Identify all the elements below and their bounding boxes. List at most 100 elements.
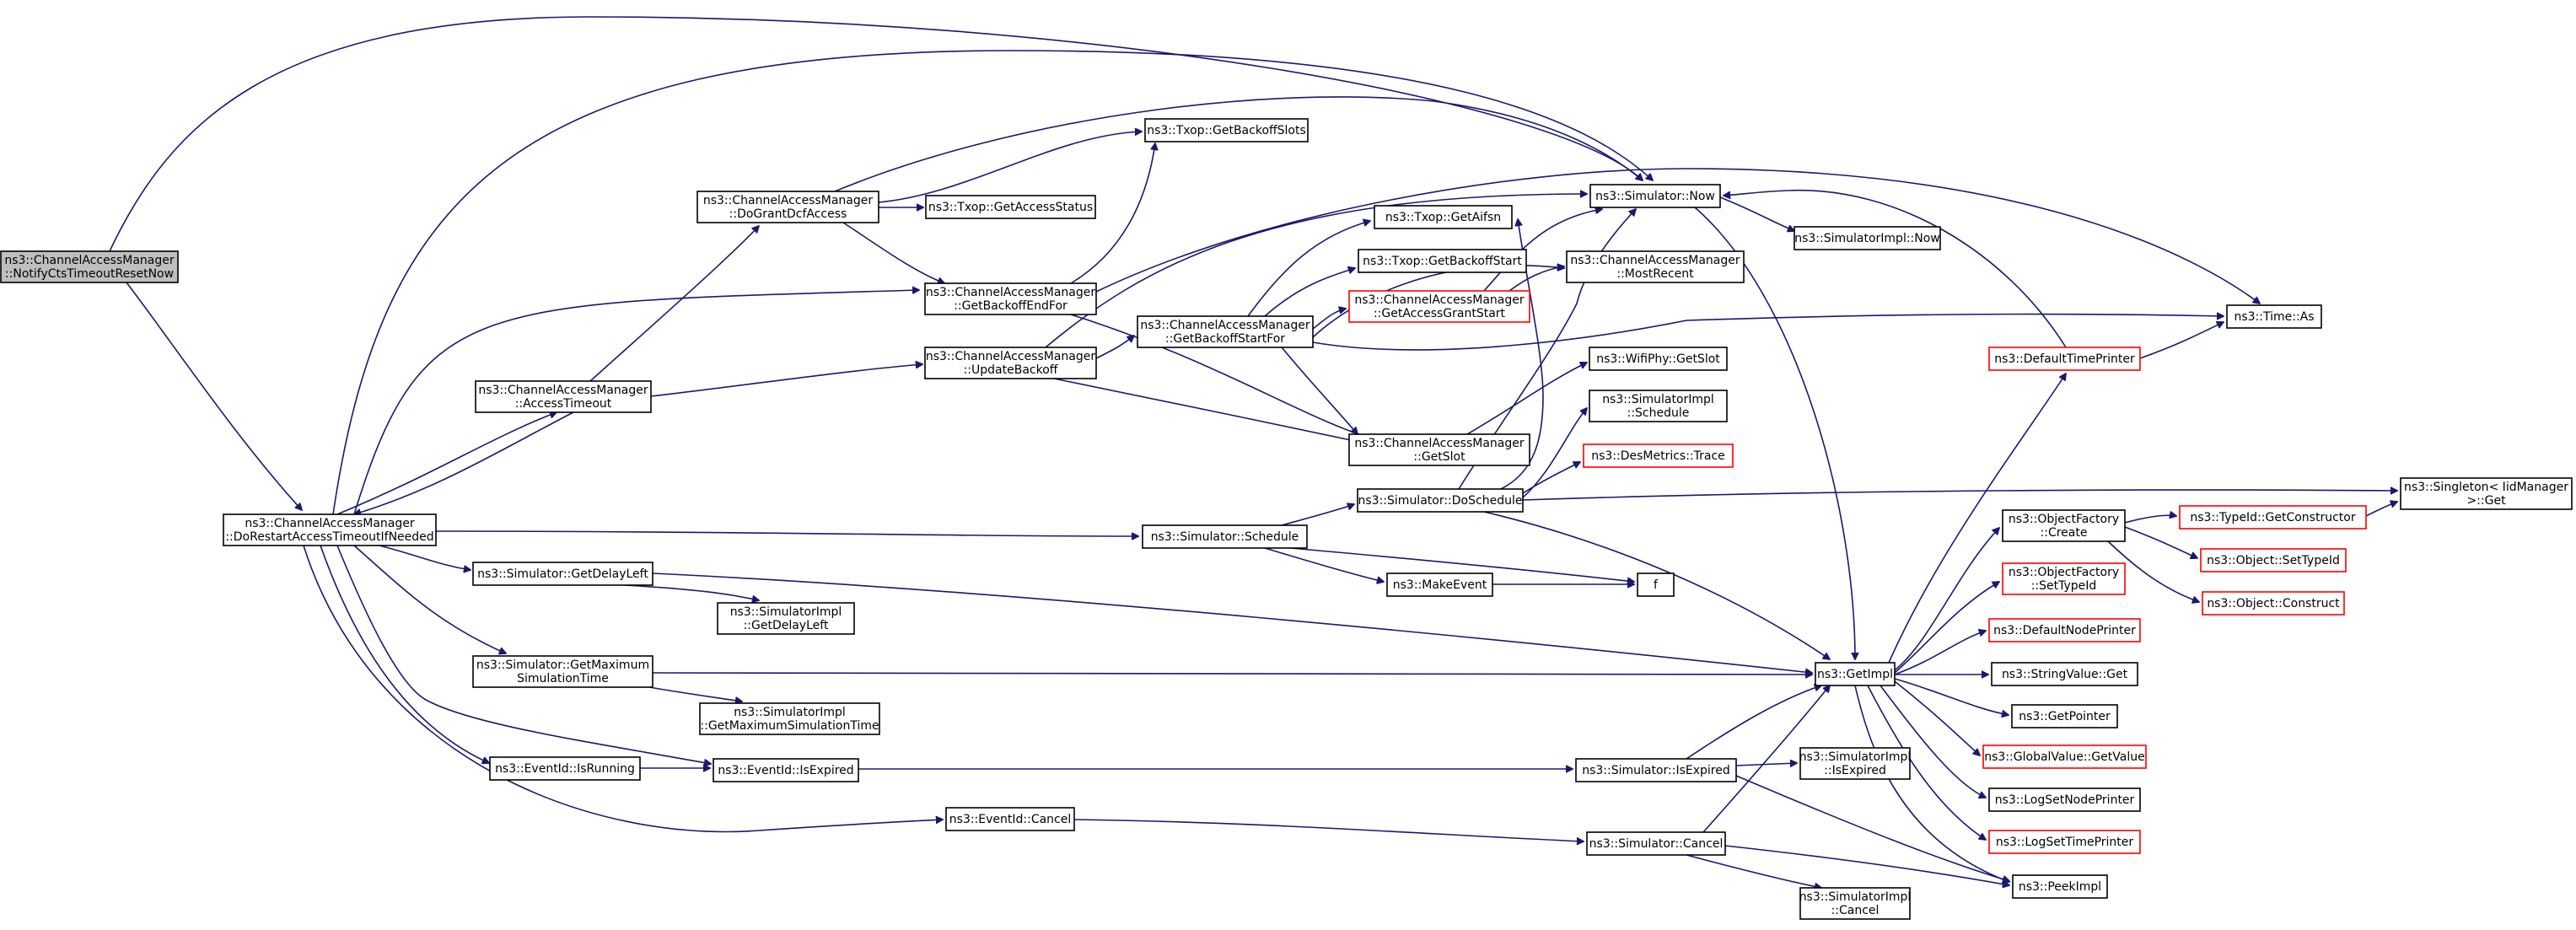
node-box (2002, 509, 2126, 542)
node-getmaxsimtime[interactable]: ns3::Simulator::GetMaximumSimulationTime (472, 655, 653, 688)
node-simisexpired[interactable]: ns3::Simulator::IsExpired (1575, 758, 1737, 782)
node-f[interactable]: f (1637, 573, 1675, 597)
node-simimplnow[interactable]: ns3::SimulatorImpl::Now (1794, 226, 1941, 250)
call-edge (1095, 168, 2260, 304)
node-label: ::DoGrantDcfAccess (729, 207, 847, 221)
node-getdelayleft[interactable]: ns3::Simulator::GetDelayLeft (472, 562, 653, 586)
node-txopslots[interactable]: ns3::Txop::GetBackoffSlots (1144, 118, 1309, 142)
node-eventcancel[interactable]: ns3::EventId::Cancel (945, 807, 1075, 831)
node-updatebackoff[interactable]: ns3::ChannelAccessManager::UpdateBackoff (924, 347, 1097, 379)
node-box (696, 191, 879, 223)
node-box (2012, 874, 2108, 899)
node-typeidgetconstructor[interactable]: ns3::TypeId::GetConstructor (2179, 505, 2367, 530)
node-box (1637, 573, 1675, 597)
call-edge (1264, 268, 1355, 317)
node-simimplisexpired[interactable]: ns3::SimulatorImpl::IsExpired (1799, 747, 1912, 780)
node-dorestart[interactable]: ns3::ChannelAccessManager::DoRestartAcce… (223, 513, 437, 546)
node-label: ns3::DefaultTimePrinter (1994, 352, 2135, 366)
node-wifiphyslot[interactable]: ns3::WifiPhy::GetSlot (1589, 347, 1728, 371)
node-box (0, 250, 179, 283)
node-objectsettypeid[interactable]: ns3::Object::SetTypeId (2200, 548, 2347, 573)
node-label: SimulationTime (517, 672, 609, 685)
node-accessgrantstart[interactable]: ns3::ChannelAccessManager::GetAccessGran… (1348, 290, 1530, 323)
node-simcancel[interactable]: ns3::Simulator::Cancel (1586, 831, 1726, 856)
node-label: ns3::TypeId::GetConstructor (2190, 511, 2355, 524)
node-box (2011, 704, 2118, 728)
call-edge (1483, 209, 1602, 292)
node-label: ::MostRecent (1616, 267, 1694, 281)
node-getslot[interactable]: ns3::ChannelAccessManager::GetSlot (1348, 433, 1530, 466)
node-getimpl[interactable]: ns3::GetImpl (1815, 662, 1896, 686)
node-getbackoffendfor[interactable]: ns3::ChannelAccessManager::GetBackoffEnd… (924, 282, 1097, 315)
node-label: ns3::SimulatorImpl (1799, 750, 1912, 764)
node-simimplmaxsimtime[interactable]: ns3::SimulatorImpl::GetMaximumSimulation… (699, 702, 880, 735)
node-box (2179, 505, 2367, 530)
node-box (1589, 390, 1728, 422)
node-simnow[interactable]: ns3::Simulator::Now (1589, 184, 1721, 208)
call-edge (1053, 378, 1383, 447)
node-box (1982, 745, 2147, 769)
call-edge (353, 545, 506, 653)
call-edge (1880, 685, 1986, 798)
call-edge (1070, 143, 1155, 284)
node-accesstimeout[interactable]: ns3::ChannelAccessManager::AccessTimeout (475, 380, 652, 413)
call-edge (126, 282, 302, 510)
node-label: ns3::ChannelAccessManager (703, 194, 874, 207)
node-txopaccess[interactable]: ns3::Txop::GetAccessStatus (925, 195, 1096, 219)
node-objfactorysettypeid[interactable]: ns3::ObjectFactory::SetTypeId (2002, 562, 2126, 595)
node-dogrant[interactable]: ns3::ChannelAccessManager::DoGrantDcfAcc… (696, 191, 879, 223)
call-edge (650, 364, 922, 397)
node-txopbackoffstart[interactable]: ns3::Txop::GetBackoffStart (1358, 249, 1527, 273)
node-label: ::SetTypeId (2031, 579, 2097, 593)
node-getbackoffstartfor[interactable]: ns3::ChannelAccessManager::GetBackoffSta… (1137, 315, 1314, 348)
node-eventisexpired[interactable]: ns3::EventId::IsExpired (713, 758, 859, 782)
node-simimpldelayleft[interactable]: ns3::SimulatorImpl::GetDelayLeft (717, 602, 855, 635)
node-objfactorycreate[interactable]: ns3::ObjectFactory::Create (2002, 509, 2126, 542)
node-label: ::GetMaximumSimulationTime (700, 719, 879, 733)
node-logsetnodeprinter[interactable]: ns3::LogSetNodePrinter (1988, 788, 2141, 812)
node-txopaifsn[interactable]: ns3::Txop::GetAifsn (1374, 205, 1513, 229)
node-peekimpl[interactable]: ns3::PeekImpl (2012, 874, 2108, 899)
node-mostrecent[interactable]: ns3::ChannelAccessManager::MostRecent (1566, 250, 1745, 283)
node-box (223, 513, 437, 546)
node-simschedule[interactable]: ns3::Simulator::Schedule (1142, 524, 1308, 549)
node-desmetrics[interactable]: ns3::DesMetrics::Trace (1583, 443, 1734, 468)
node-box (699, 702, 880, 735)
node-label: ns3::SimulatorImpl (734, 706, 846, 719)
call-edge (1508, 266, 1564, 292)
node-label: ns3::Simulator::Now (1595, 190, 1715, 203)
call-edge (652, 673, 1812, 675)
node-timeas[interactable]: ns3::Time::As (2226, 304, 2322, 329)
node-label: ns3::ChannelAccessManager (245, 517, 415, 530)
node-label: ns3::MakeEvent (1393, 578, 1487, 592)
node-objectconstruct[interactable]: ns3::Object::Construct (2202, 591, 2345, 616)
node-box (2400, 477, 2573, 510)
node-label: ns3::ChannelAccessManager (478, 384, 648, 397)
node-doschedule[interactable]: ns3::Simulator::DoSchedule (1357, 488, 1524, 513)
call-edge (1894, 680, 1980, 755)
node-getpointer[interactable]: ns3::GetPointer (2011, 704, 2118, 728)
node-label: ns3::ObjectFactory (2009, 513, 2119, 526)
node-logsettimeprinter[interactable]: ns3::LogSetTimePrinter (1988, 830, 2141, 854)
node-label: ::IsExpired (1824, 764, 1886, 777)
node-singleton[interactable]: ns3::Singleton< IidManager>::Get (2400, 477, 2573, 510)
node-stringvalueget[interactable]: ns3::StringValue::Get (1991, 662, 2138, 686)
node-box (1137, 315, 1314, 348)
node-defaulttimeprinter[interactable]: ns3::DefaultTimePrinter (1988, 347, 2141, 371)
call-edge (648, 686, 742, 702)
node-box (1374, 205, 1513, 229)
node-label: ns3::Simulator::DoSchedule (1358, 494, 1523, 508)
node-makeevent[interactable]: ns3::MakeEvent (1386, 573, 1493, 597)
node-defaultnodeprinter[interactable]: ns3::DefaultNodePrinter (1988, 618, 2141, 642)
call-edge (1522, 490, 2397, 501)
node-box (1988, 347, 2141, 371)
node-label: ::AccessTimeout (515, 397, 612, 411)
node-box (1348, 290, 1530, 323)
node-eventisrunning[interactable]: ns3::EventId::IsRunning (489, 756, 641, 781)
node-globalvalue[interactable]: ns3::GlobalValue::GetValue (1982, 745, 2147, 769)
node-simimplschedule[interactable]: ns3::SimulatorImpl::Schedule (1589, 390, 1728, 422)
node-box (925, 195, 1096, 219)
node-box (1799, 887, 1911, 920)
node-simimplcancel[interactable]: ns3::SimulatorImpl::Cancel (1799, 887, 1912, 920)
node-label: ns3::DesMetrics::Trace (1591, 449, 1725, 463)
